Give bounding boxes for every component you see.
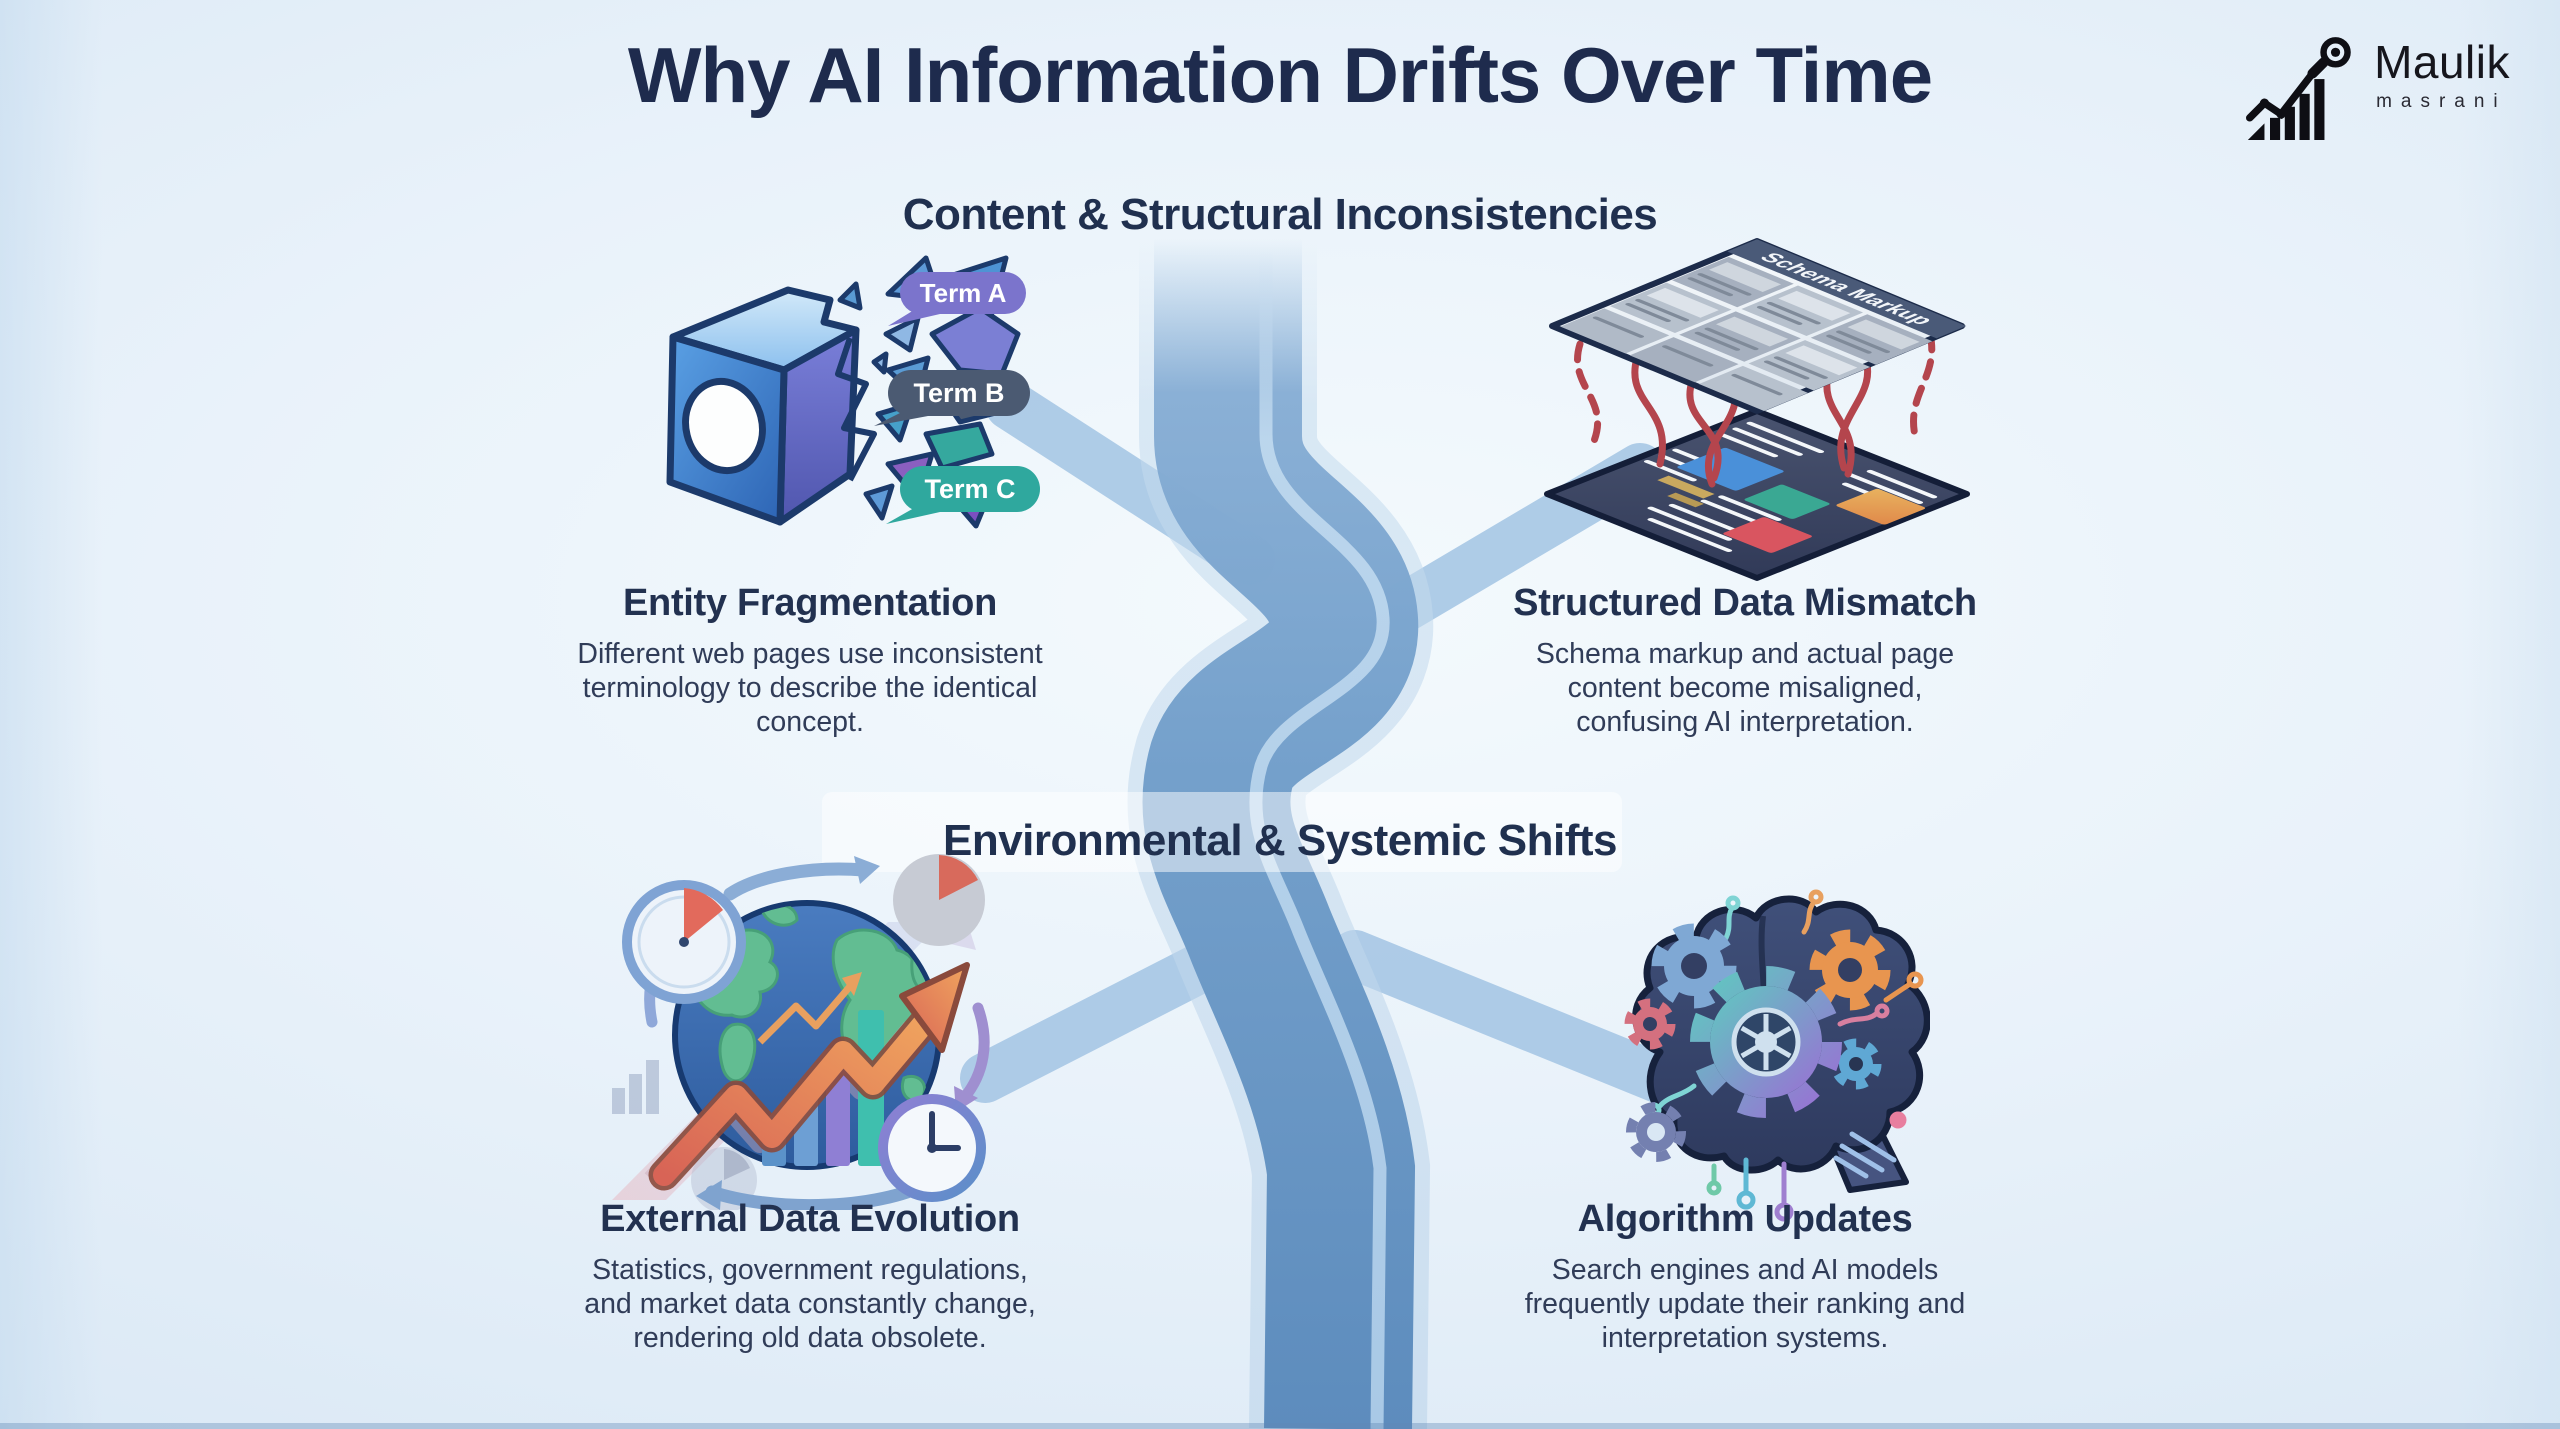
card-title: External Data Evolution xyxy=(600,1198,1020,1240)
schema-layers-icon: Schema Markup xyxy=(1544,238,1970,581)
river-lane-divider xyxy=(1249,250,1390,1429)
bar-chart-magnifier-icon xyxy=(2246,37,2351,140)
brain-gears-icon xyxy=(1624,889,1930,1222)
card-entity-fragmentation: Entity Fragmentation Different web pages… xyxy=(548,582,1072,739)
clock-bottom-right xyxy=(878,1094,986,1202)
crack-line xyxy=(835,337,877,482)
gear-right-cyan xyxy=(1830,1038,1882,1090)
card-description: Search engines and AI models frequently … xyxy=(1524,1254,1966,1354)
term-bubble-a: Term A xyxy=(888,272,1026,326)
pie-chart-top xyxy=(893,854,985,946)
term-bubble-c: Term C xyxy=(886,466,1040,524)
card-title: Entity Fragmentation xyxy=(622,582,998,624)
term-bubble-b: Term B xyxy=(874,370,1030,426)
schema-layer: Schema Markup xyxy=(1549,238,1967,414)
page-title: Why AI Information Drifts Over Time xyxy=(627,31,1933,119)
card-description: Statistics, government regulations, and … xyxy=(584,1254,1036,1354)
broken-cube xyxy=(666,286,860,526)
circuit-traces xyxy=(1646,889,1924,1222)
card-title: Structured Data Mismatch xyxy=(1513,582,1977,624)
brand-logo: Maulik masrani xyxy=(2246,36,2510,148)
card-description: Different web pages use inconsistent ter… xyxy=(577,638,1043,738)
term-c-label: Term C xyxy=(924,474,1015,504)
brand-text: Maulik masrani xyxy=(2374,36,2510,113)
gear-bottom-left-outside xyxy=(1626,1102,1686,1162)
gear-top-left xyxy=(1651,923,1737,1009)
main-river-path xyxy=(1142,238,1419,1429)
brand-name: Maulik xyxy=(2374,36,2510,88)
bottom-edge-line xyxy=(0,1423,2560,1429)
term-b-label: Term B xyxy=(913,378,1004,408)
gear-left-pink xyxy=(1624,998,1676,1050)
card-description: Schema markup and actual page content be… xyxy=(1535,638,1955,738)
faint-bar-chart xyxy=(612,1060,659,1114)
globe-trend-icon xyxy=(612,854,990,1210)
section-header-content-structural: Content & Structural Inconsistencies xyxy=(902,190,1658,239)
card-algorithm-updates: Algorithm Updates Search engines and AI … xyxy=(1483,1198,2007,1355)
term-a-label: Term A xyxy=(920,278,1007,308)
card-external-data-evolution: External Data Evolution Statistics, gove… xyxy=(548,1198,1072,1355)
small-trend-arrow xyxy=(757,972,862,1045)
card-title: Algorithm Updates xyxy=(1577,1198,1913,1240)
shattered-cube-icon: Term A Term B Term C xyxy=(666,255,1040,529)
gear-top-right xyxy=(1809,929,1891,1011)
gear-large-center xyxy=(1690,966,1842,1118)
clock-top-left xyxy=(622,880,746,1004)
section-header-environmental-systemic: Environmental & Systemic Shifts xyxy=(942,816,1618,865)
river-branch-bottom-right xyxy=(1330,930,1725,1120)
rising-zigzag-arrow xyxy=(648,962,970,1191)
webpage-layer xyxy=(1544,408,1970,581)
brand-subname: masrani xyxy=(2376,90,2507,112)
card-structured-data-mismatch: Structured Data Mismatch Schema markup a… xyxy=(1483,582,2007,739)
